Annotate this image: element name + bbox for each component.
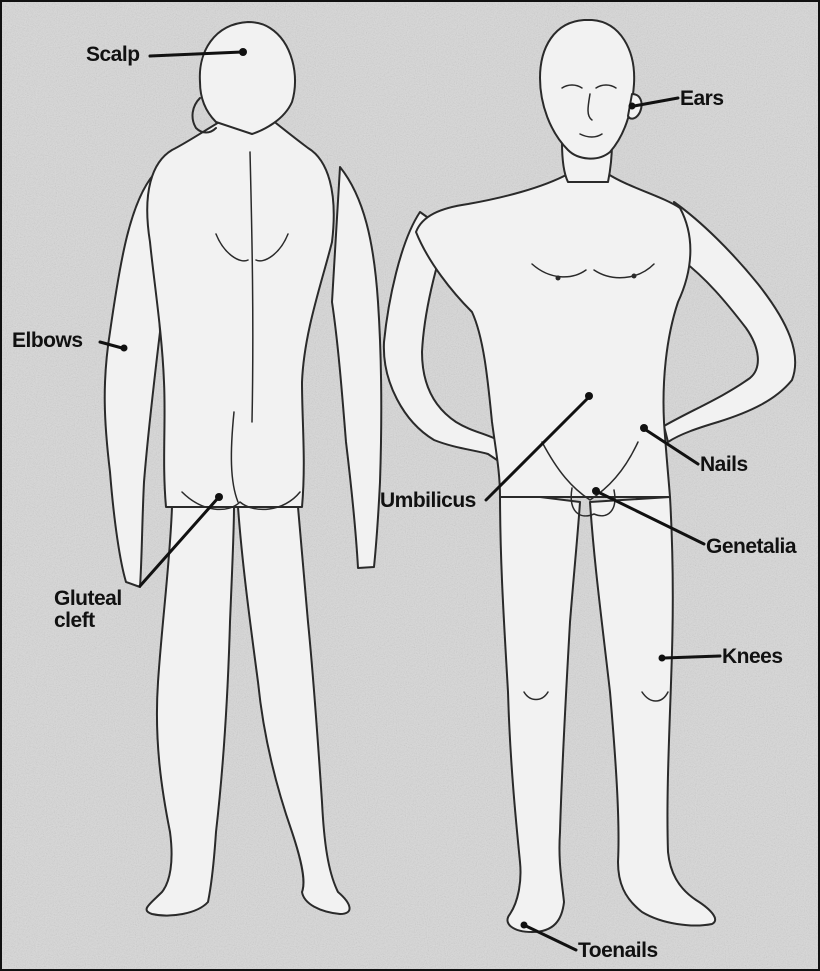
gluteal-cleft-label-line1: Gluteal	[54, 588, 164, 610]
back-torso	[147, 107, 333, 507]
back-right-arm	[332, 167, 381, 568]
front-left-leg	[500, 492, 580, 932]
back-head	[200, 22, 295, 134]
front-torso	[416, 174, 690, 497]
gluteal-cleft-label-line2: cleft	[54, 610, 164, 632]
front-view-figure	[384, 20, 795, 932]
genetalia-label: Genetalia	[706, 536, 796, 558]
back-left-leg	[147, 507, 234, 916]
back-view-figure	[105, 22, 382, 916]
toenails-label: Toenails	[578, 940, 658, 962]
knees-label: Knees	[722, 646, 783, 668]
gluteal-cleft-label: Gluteal cleft	[54, 588, 164, 632]
nails-label: Nails	[700, 454, 748, 476]
back-right-leg	[238, 507, 350, 914]
ears-label: Ears	[680, 88, 724, 110]
front-head	[540, 20, 634, 159]
front-right-leg	[590, 497, 715, 926]
scalp-label: Scalp	[86, 44, 140, 66]
elbows-label: Elbows	[12, 330, 83, 352]
umbilicus-label: Umbilicus	[380, 490, 476, 512]
